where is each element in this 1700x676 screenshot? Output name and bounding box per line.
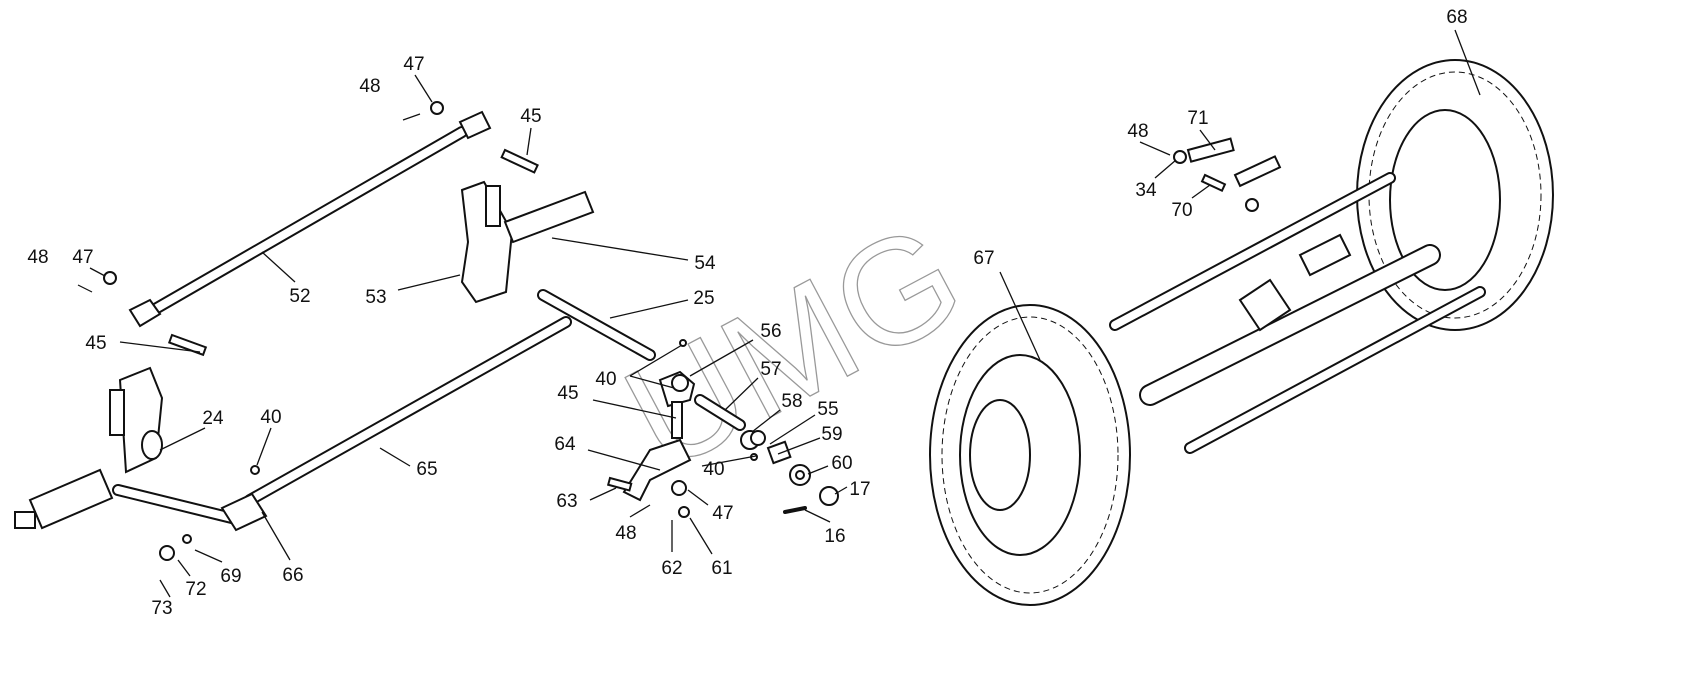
- label-72: 72: [185, 579, 206, 600]
- label-47: 47: [712, 503, 733, 524]
- label-59: 59: [821, 424, 842, 445]
- part-labels: 48 47 45 48 47 52 53 54 25 45 56 40 57 4…: [27, 7, 1467, 619]
- label-60: 60: [831, 453, 852, 474]
- label-56: 56: [760, 321, 781, 342]
- label-47: 47: [72, 247, 93, 268]
- leader-lines: [89, 29, 1481, 598]
- tie-rod-52: [77, 101, 539, 357]
- wheel-68: [1356, 59, 1554, 331]
- wheel-67: [929, 304, 1131, 606]
- label-69: 69: [220, 566, 241, 587]
- label-58: 58: [781, 391, 802, 412]
- label-61: 61: [711, 558, 732, 579]
- label-17: 17: [849, 479, 870, 500]
- rear-axle-frame: [1109, 137, 1486, 454]
- label-68: 68: [1446, 7, 1467, 28]
- label-40: 40: [595, 369, 616, 390]
- label-47: 47: [403, 54, 424, 75]
- label-65: 65: [416, 459, 437, 480]
- label-70: 70: [1171, 200, 1192, 221]
- label-67: 67: [973, 248, 994, 269]
- label-52: 52: [289, 286, 310, 307]
- axle-tube-65: [159, 316, 572, 561]
- label-48: 48: [27, 247, 48, 268]
- label-73: 73: [151, 598, 172, 619]
- label-45: 45: [85, 333, 106, 354]
- label-24: 24: [202, 408, 224, 429]
- label-40: 40: [260, 407, 281, 428]
- label-54: 54: [694, 253, 716, 274]
- label-63: 63: [556, 491, 577, 512]
- label-57: 57: [760, 359, 781, 380]
- label-34: 34: [1135, 180, 1157, 201]
- label-53: 53: [365, 287, 386, 308]
- steering-knuckle-53: [460, 180, 656, 361]
- label-71: 71: [1187, 108, 1208, 129]
- label-45: 45: [557, 383, 578, 404]
- label-55: 55: [817, 399, 838, 420]
- label-48: 48: [615, 523, 636, 544]
- label-48: 48: [1127, 121, 1148, 142]
- label-40: 40: [703, 459, 724, 480]
- label-45: 45: [520, 106, 541, 127]
- label-25: 25: [693, 288, 714, 309]
- center-small-parts: [606, 339, 839, 518]
- label-48: 48: [359, 76, 380, 97]
- label-64: 64: [554, 434, 576, 455]
- label-66: 66: [282, 565, 303, 586]
- left-knuckle-24: [14, 366, 246, 530]
- label-62: 62: [661, 558, 682, 579]
- label-16: 16: [824, 526, 845, 547]
